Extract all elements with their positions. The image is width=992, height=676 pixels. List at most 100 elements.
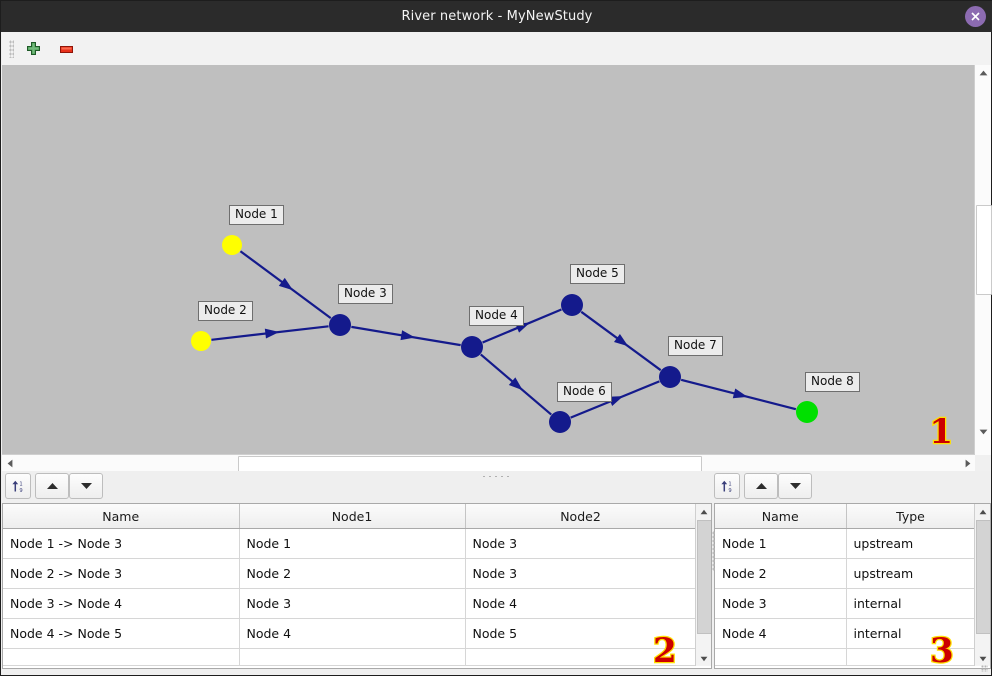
triangle-up-icon: [700, 509, 707, 514]
graph-vertical-scrollbar[interactable]: [974, 65, 992, 455]
table-cell[interactable]: Node 1: [715, 528, 847, 559]
reaches-vertical-scrollbar[interactable]: [695, 504, 711, 666]
nodes-move-up-button[interactable]: [744, 473, 778, 499]
scroll-right-button[interactable]: [960, 455, 975, 471]
scroll-down-button[interactable]: [975, 424, 991, 439]
triangle-down-icon: [979, 656, 986, 661]
graph-node-label[interactable]: Node 2: [198, 301, 253, 321]
column-header[interactable]: Node2: [465, 504, 697, 529]
table-cell[interactable]: Node 2: [715, 558, 847, 589]
network-canvas[interactable]: Node 1 Node 2 Node 3 Node 4 Node 5 Node 6 Node…: [2, 65, 975, 455]
graph-node[interactable]: [461, 336, 483, 358]
table-cell[interactable]: Node 4: [465, 588, 697, 619]
graph-node-label[interactable]: Node 1: [229, 205, 284, 225]
nodes-scroll-down-button[interactable]: [975, 651, 990, 666]
edge-arrowhead: [608, 396, 624, 407]
horizontal-splitter[interactable]: [2, 471, 991, 480]
graph-node-label[interactable]: Node 3: [338, 284, 393, 304]
table-cell[interactable]: upstream: [846, 558, 976, 589]
table-cell[interactable]: upstream: [846, 528, 976, 559]
nodes-scroll-up-button[interactable]: [975, 504, 990, 519]
table-cell[interactable]: [715, 648, 847, 666]
graph-node[interactable]: [549, 411, 571, 433]
minus-icon: [59, 45, 73, 53]
graph-hscroll-thumb[interactable]: [238, 456, 702, 472]
table-cell[interactable]: [3, 648, 240, 666]
nodes-vertical-scrollbar[interactable]: [974, 504, 990, 666]
table-cell[interactable]: Node 3: [239, 588, 466, 619]
table-cell[interactable]: Node 4 -> Node 5: [3, 618, 240, 649]
graph-node[interactable]: [796, 401, 818, 423]
vertical-splitter-handle[interactable]: [712, 531, 715, 571]
table-cell[interactable]: Node 5: [465, 618, 697, 649]
delete-button[interactable]: [55, 39, 77, 59]
graph-node[interactable]: [191, 331, 211, 351]
node-layer: [191, 235, 818, 433]
table-cell[interactable]: Node 2: [239, 558, 466, 589]
reaches-scroll-down-button[interactable]: [696, 651, 711, 666]
table-cell[interactable]: Node 3: [465, 558, 697, 589]
nodes-move-down-button[interactable]: [778, 473, 812, 499]
table-cell[interactable]: Node 2 -> Node 3: [3, 558, 240, 589]
table-cell[interactable]: internal: [846, 588, 976, 619]
nodes-vscroll-thumb[interactable]: [976, 520, 990, 634]
column-header[interactable]: Name: [715, 504, 847, 529]
graph-node-label[interactable]: Node 6: [557, 382, 612, 402]
toolbar-drag-handle[interactable]: [9, 40, 14, 58]
add-button[interactable]: [22, 39, 44, 59]
sort-ascending-icon: 1 9: [11, 480, 22, 494]
graph-node-label[interactable]: Node 8: [805, 372, 860, 392]
close-button[interactable]: [965, 6, 986, 27]
table-cell[interactable]: internal: [846, 618, 976, 649]
graph-node-label[interactable]: Node 4: [469, 306, 524, 326]
scroll-up-button[interactable]: [975, 65, 991, 80]
graph-node-label[interactable]: Node 7: [668, 336, 723, 356]
graph-node[interactable]: [222, 235, 242, 255]
table-cell[interactable]: Node 1: [239, 528, 466, 559]
column-header[interactable]: Name: [3, 504, 240, 529]
table-cell[interactable]: Node 4: [715, 618, 847, 649]
graph-node-label[interactable]: Node 5: [570, 264, 625, 284]
column-header[interactable]: Node1: [239, 504, 466, 529]
graph-horizontal-scrollbar[interactable]: [2, 454, 975, 472]
table-cell[interactable]: Node 3: [465, 528, 697, 559]
graph-vscroll-thumb[interactable]: [976, 205, 992, 295]
table-row-empty[interactable]: [3, 648, 697, 666]
table-cell[interactable]: [239, 648, 466, 666]
table-cell[interactable]: [846, 648, 976, 666]
graph-node[interactable]: [329, 314, 351, 336]
scroll-left-button[interactable]: [2, 455, 17, 471]
graph-node[interactable]: [659, 366, 681, 388]
svg-text:9: 9: [728, 488, 731, 494]
triangle-right-icon: [965, 459, 970, 467]
reaches-vscroll-thumb[interactable]: [697, 520, 711, 634]
table-cell[interactable]: Node 3 -> Node 4: [3, 588, 240, 619]
reaches-move-up-button[interactable]: [35, 473, 69, 499]
reaches-move-down-button[interactable]: [69, 473, 103, 499]
edge-arrowhead: [613, 333, 629, 347]
reaches-sort-button[interactable]: 1 9: [5, 473, 31, 499]
column-header[interactable]: Type: [846, 504, 976, 529]
triangle-down-icon: [700, 656, 707, 661]
triangle-up-icon: [979, 70, 987, 75]
graph-node[interactable]: [561, 294, 583, 316]
table-cell[interactable]: Node 1 -> Node 3: [3, 528, 240, 559]
reaches-scroll-up-button[interactable]: [696, 504, 711, 519]
nodes-sort-button[interactable]: 1 9: [714, 473, 740, 499]
table-cell[interactable]: Node 3: [715, 588, 847, 619]
table-cell[interactable]: Node 4: [239, 618, 466, 649]
table-cell[interactable]: [465, 648, 697, 666]
triangle-down-icon: [80, 483, 92, 489]
table-row-empty[interactable]: [715, 648, 976, 666]
window-resize-grip[interactable]: [981, 665, 988, 672]
